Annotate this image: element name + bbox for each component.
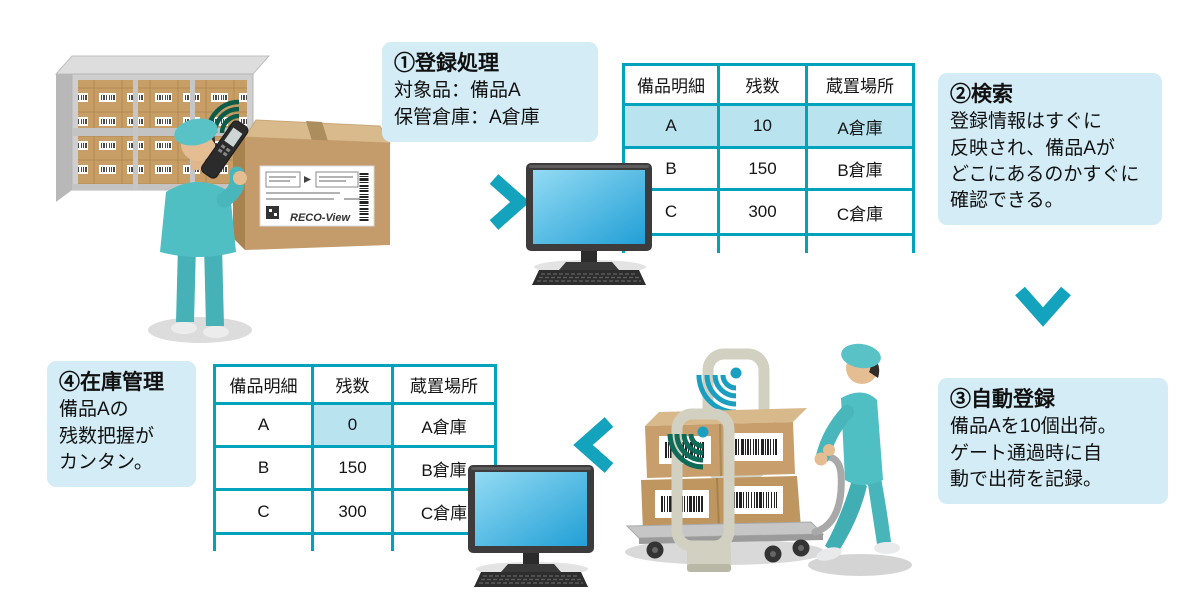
callout-step1: ①登録処理 対象品：備品A 保管倉庫：A倉庫 <box>382 42 598 142</box>
callout-line: ゲート通過時に自 <box>950 442 1103 464</box>
table-cell: A <box>216 405 314 448</box>
table-cell: A倉庫 <box>808 106 912 149</box>
table-stub-cell <box>808 236 912 253</box>
callout-title: ③自動登録 <box>950 388 1055 411</box>
callout-title: ④在庫管理 <box>59 371 164 394</box>
table-stub-cell <box>720 236 808 253</box>
table-header-cell: 備品明細 <box>216 367 314 405</box>
callout-line: 確認できる。 <box>950 190 1064 211</box>
callout-step3: ③自動登録 備品Aを10個出荷。 ゲート通過時に自 動で出荷を記録。 <box>938 378 1168 504</box>
box-brand-text: RECO-View <box>290 212 352 224</box>
callout-line: 備品Aを10個出荷。 <box>950 416 1117 438</box>
table-header-cell: 蔵置場所 <box>394 367 494 405</box>
callout-line: 保管倉庫：A倉庫 <box>394 106 540 128</box>
table-stub-cell <box>314 535 394 551</box>
table-cell: 300 <box>720 191 808 236</box>
table-cell: A倉庫 <box>394 405 494 448</box>
callout-step2: ②検索 登録情報はすぐに 反映され、備品Aが どこにあるのかすぐに 確認できる。 <box>938 73 1162 226</box>
registration-illustration: RECO-View <box>54 55 391 343</box>
callout-line: どこにあるのかすぐに <box>950 163 1140 185</box>
callout-line: 反映され、備品Aが <box>950 137 1115 159</box>
table-cell: A <box>625 106 720 149</box>
callout-line: 残数把握が <box>59 425 155 447</box>
table-cell: 0 <box>314 405 394 448</box>
shipping-label: RECO-View <box>259 165 375 227</box>
table-cell: C <box>216 491 314 535</box>
registered-inventory-table: 備品明細 残数 蔵置場所 A 10 A倉庫 B 150 B倉庫 C 300 C倉… <box>622 63 915 253</box>
callout-line: カンタン。 <box>59 451 153 473</box>
table-cell: B <box>216 448 314 491</box>
table-header-cell: 蔵置場所 <box>808 66 912 106</box>
chevron-right-icon <box>489 174 530 230</box>
desktop-monitor <box>462 465 600 589</box>
chevron-left-icon <box>573 417 614 473</box>
after-shipment-inventory-table: 備品明細 残数 蔵置場所 A 0 A倉庫 B 150 B倉庫 C 300 C倉庫 <box>213 364 497 551</box>
callout-line: 動で出荷を記録。 <box>950 468 1103 490</box>
table-cell: 10 <box>720 106 808 149</box>
callout-line: 対象品：備品A <box>394 80 521 102</box>
gate-shipping-illustration <box>625 343 912 576</box>
callout-line: 登録情報はすぐに <box>950 111 1103 133</box>
table-stub-cell <box>216 535 314 551</box>
chevron-down-icon <box>1015 286 1071 327</box>
wifi-waves-icon <box>667 433 704 470</box>
table-cell: 150 <box>720 149 808 191</box>
table-cell: B倉庫 <box>808 149 912 191</box>
rfid-gate-front <box>671 408 735 572</box>
callout-step4: ④在庫管理 備品Aの 残数把握が カンタン。 <box>47 361 196 487</box>
callout-title: ①登録処理 <box>394 52 499 75</box>
desktop-monitor <box>520 163 658 287</box>
cart-handle <box>811 453 845 536</box>
table-header-cell: 残数 <box>314 367 394 405</box>
handheld-scanner <box>201 120 249 179</box>
table-header-cell: 備品明細 <box>625 66 720 106</box>
table-cell: 300 <box>314 491 394 535</box>
table-header-cell: 残数 <box>720 66 808 106</box>
worker-scanning <box>148 118 252 343</box>
worker-pushing-cart <box>814 343 900 561</box>
table-cell: 150 <box>314 448 394 491</box>
cardboard-box: RECO-View <box>205 99 391 250</box>
callout-line: 備品Aの <box>59 399 129 421</box>
callout-title: ②検索 <box>950 83 1013 106</box>
table-cell: C倉庫 <box>808 191 912 236</box>
